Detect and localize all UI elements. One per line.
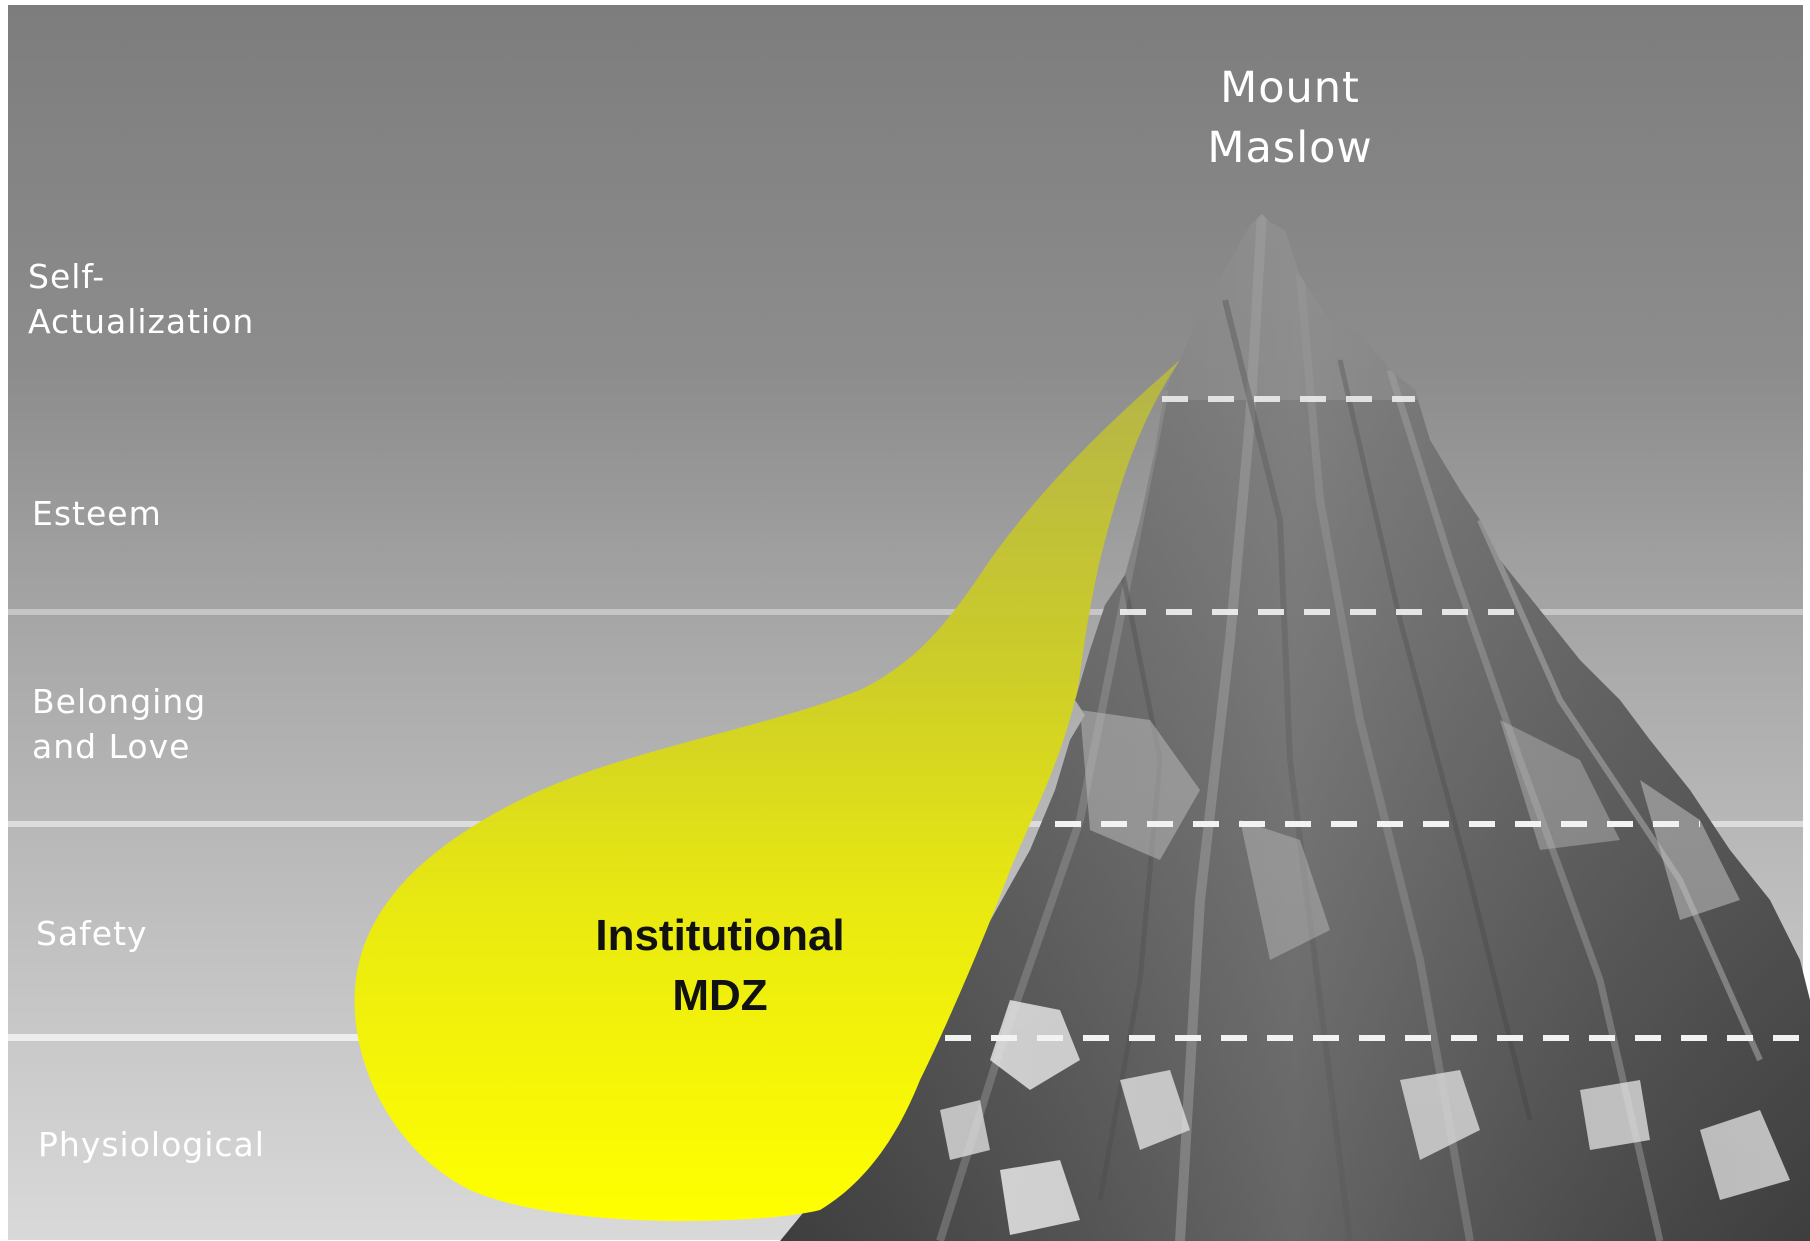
level-label-self-actualization: Self- Actualization (28, 257, 255, 341)
diagram-title: Mount Maslow (1207, 63, 1373, 173)
level-label-physiological: Physiological (38, 1125, 265, 1164)
institutional-mdz-zone (354, 360, 1180, 1222)
zone-label: Institutional MDZ (595, 911, 845, 1020)
level-label-safety: Safety (36, 914, 148, 953)
level-dash-lines (945, 396, 1810, 1041)
level-label-belonging: Belonging and Love (32, 682, 207, 766)
level-label-esteem: Esteem (32, 494, 162, 533)
